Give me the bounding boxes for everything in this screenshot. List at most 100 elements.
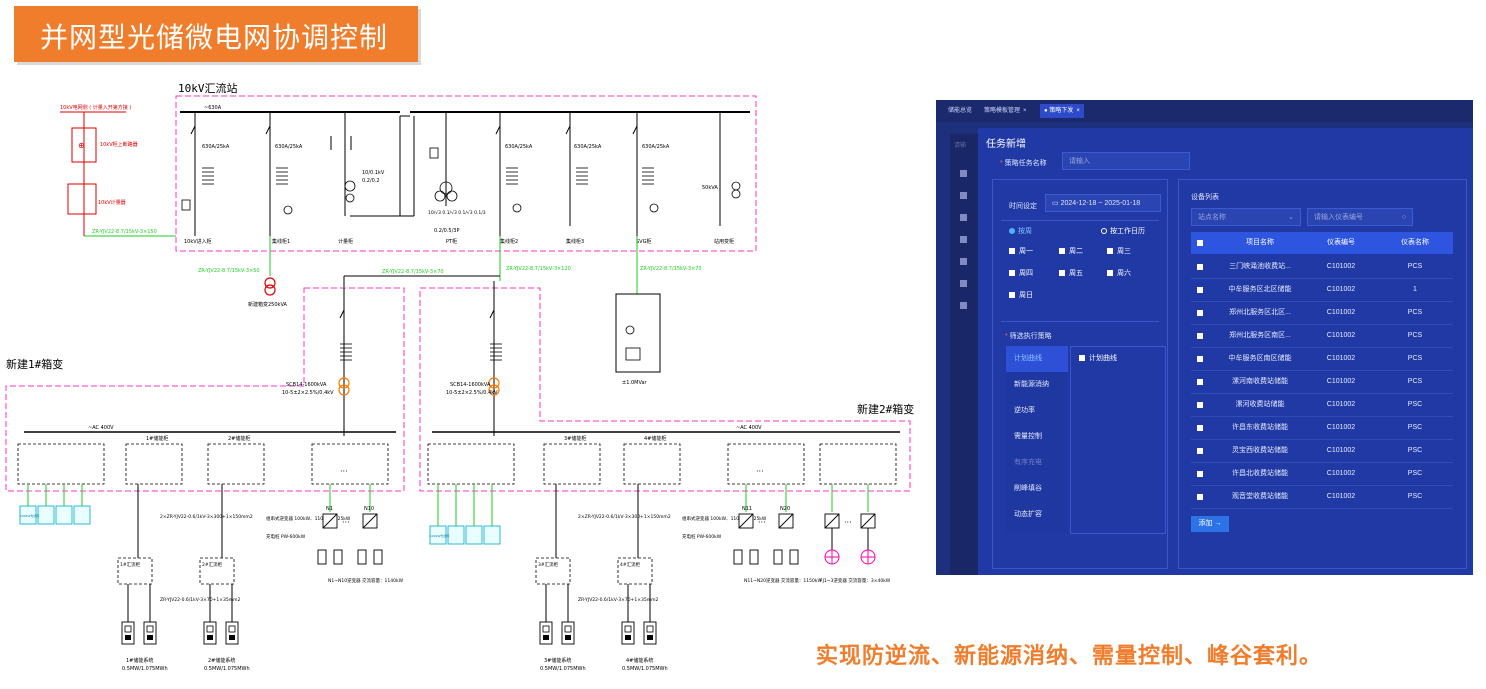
day-sun[interactable]: 周日	[1009, 290, 1033, 300]
svg-text:ZR-YJV22-0.6/1kV-3×70+1×35mm2: ZR-YJV22-0.6/1kV-3×70+1×35mm2	[578, 597, 658, 603]
tab-dispatch[interactable]: ● 策略下发×	[1040, 104, 1084, 118]
day-tue[interactable]: 周二	[1059, 246, 1083, 256]
tab-dispatch-label: 策略下发	[1049, 108, 1074, 114]
col-meter-name: 仪表名称	[1401, 239, 1429, 246]
row-checkbox[interactable]	[1197, 402, 1203, 408]
sidebar-item-icon[interactable]	[960, 236, 967, 243]
tab-overview[interactable]: 储能总览	[948, 108, 973, 114]
sidebar-item-icon[interactable]	[960, 258, 967, 265]
search-icon[interactable]: ○	[1401, 214, 1406, 221]
row-checkbox[interactable]	[1197, 310, 1203, 316]
tab-template-label: 策略模板管理	[984, 108, 1021, 114]
row-checkbox[interactable]	[1197, 356, 1203, 362]
day-thu[interactable]: 周四	[1009, 268, 1033, 278]
strategy-plan[interactable]: 计划曲线	[1006, 346, 1068, 372]
svg-text:充电桩 PW-600kW: 充电桩 PW-600kW	[682, 533, 722, 540]
row-checkbox[interactable]	[1197, 425, 1203, 431]
cabinet-collector-3: 630A/25kA 集线柜3	[565, 112, 602, 245]
tf1-label: SCB14-1600kVA	[286, 382, 327, 388]
strategy-expansion[interactable]: 动态扩容	[1014, 511, 1042, 518]
row-checkbox[interactable]	[1197, 471, 1203, 477]
task-name-label: * 策略任务名称	[1000, 160, 1047, 167]
row-checkbox[interactable]	[1197, 494, 1203, 500]
svg-text:组串式逆变器 100kW、110kW、125kW: 组串式逆变器 100kW、110kW、125kW	[682, 515, 767, 522]
svg-text:充电桩 PW-600kW: 充电桩 PW-600kW	[266, 533, 306, 540]
radio-icon	[1101, 228, 1107, 235]
station-label: 10kV汇流站	[178, 81, 238, 95]
svg-text:集线柜2: 集线柜2	[500, 238, 518, 245]
box2-label: 新建2#箱变	[857, 402, 914, 416]
sidebar-item-icon[interactable]	[960, 214, 967, 221]
chevron-down-icon: ⌄	[1288, 214, 1294, 221]
radio-workday[interactable]: 按工作日历	[1101, 226, 1145, 236]
strategy-reverse-power[interactable]: 逆功率	[1014, 407, 1035, 414]
slogan: 实现防逆流、新能源消纳、需量控制、峰谷套利。	[816, 644, 1323, 669]
svg-text:N20: N20	[780, 506, 790, 512]
radio-week[interactable]: 按周	[1009, 226, 1032, 236]
sidebar-item-icon[interactable]	[960, 192, 967, 199]
svg-text:1#储能柜: 1#储能柜	[146, 435, 168, 442]
cabinet-pt: 10/√3 0.1/√3 0.1/√3 0.1/3 0.2/0.5/3P PT柜	[428, 112, 486, 245]
date-range-picker[interactable]: ▭ 2024-12-18 ~ 2025-01-18	[1045, 194, 1161, 212]
row-checkbox[interactable]	[1197, 287, 1203, 293]
svg-text:组串式逆变器 100kW、110kW、125kW: 组串式逆变器 100kW、110kW、125kW	[266, 515, 351, 522]
tab-template[interactable]: 策略模板管理×	[980, 104, 1031, 118]
day-sat[interactable]: 周六	[1107, 268, 1131, 278]
row-checkbox[interactable]	[1197, 379, 1203, 385]
strategy-peak-shaving[interactable]: 削峰填谷	[1014, 485, 1042, 492]
svg-text:630A/25kA: 630A/25kA	[642, 144, 670, 150]
strategy-ordered-charge[interactable]: 有序充电	[1014, 459, 1042, 466]
device-title: 设备列表	[1191, 194, 1219, 201]
svg-text:100kW光伏阵: 100kW光伏阵	[20, 513, 39, 518]
svg-text:2×ZR-YJV22-0.6/1kV-3×300+1×150: 2×ZR-YJV22-0.6/1kV-3×300+1×150mm2	[160, 514, 253, 520]
calendar-icon: ▭	[1052, 200, 1061, 207]
cabinet-metering: 10/0.1kV 0.2/0.2 计量柜	[330, 112, 385, 245]
row-checkbox[interactable]	[1197, 264, 1203, 270]
select-all-checkbox[interactable]	[1197, 240, 1203, 246]
meter-label: 10kV计量器	[98, 199, 126, 206]
plan-curve-check[interactable]: 计划曲线	[1079, 353, 1117, 363]
lv-bus-2: ~AC 400V	[736, 425, 762, 431]
meter-search[interactable]: 请输入仪表编号○	[1307, 208, 1413, 226]
svg-text:···: ···	[844, 518, 852, 527]
sidebar-item-icon[interactable]	[960, 170, 967, 177]
strategy-menu: 计划曲线 新能源消纳 逆功率 需量控制 有序充电 削峰填谷 动态扩容	[1006, 346, 1068, 532]
dot-icon: ●	[1044, 108, 1050, 114]
checkbox-icon	[1009, 248, 1015, 255]
svg-text:N11~N20逆变器 交流容量：1150kW: N11~N20逆变器 交流容量：1150kW	[744, 577, 822, 584]
svg-text:···: ···	[758, 518, 766, 527]
svg-text:PT柜: PT柜	[446, 238, 457, 245]
day-wed[interactable]: 周三	[1107, 246, 1131, 256]
svg-text:630A/25kA: 630A/25kA	[202, 144, 230, 150]
cabinet-collector-1: 630A/25kA 集线柜1	[265, 112, 303, 245]
row-checkbox[interactable]	[1197, 333, 1203, 339]
svg-rating: ±1.0MVar	[622, 380, 648, 386]
day-mon[interactable]: 周一	[1009, 246, 1033, 256]
svg-text:集线柜1: 集线柜1	[272, 238, 290, 245]
add-button[interactable]: 添加 →	[1191, 516, 1229, 532]
strategy-title: * 筛选执行策略	[1005, 333, 1052, 340]
close-icon[interactable]: ×	[1076, 108, 1080, 114]
strategy-demand[interactable]: 需量控制	[1014, 433, 1042, 440]
sidebar-item-icon[interactable]	[960, 280, 967, 287]
station-select[interactable]: 站点名称⌄	[1191, 208, 1301, 226]
day-fri[interactable]: 周五	[1059, 268, 1083, 278]
station-boundary	[175, 95, 757, 252]
svg-text:100kW光伏阵: 100kW光伏阵	[430, 533, 449, 538]
close-icon[interactable]: ×	[1023, 108, 1027, 114]
sidebar-item-icon[interactable]	[960, 302, 967, 309]
task-name-input[interactable]: 请输入	[1062, 152, 1190, 170]
row-checkbox[interactable]	[1197, 448, 1203, 454]
strategy-renewable[interactable]: 新能源消纳	[1014, 381, 1049, 388]
